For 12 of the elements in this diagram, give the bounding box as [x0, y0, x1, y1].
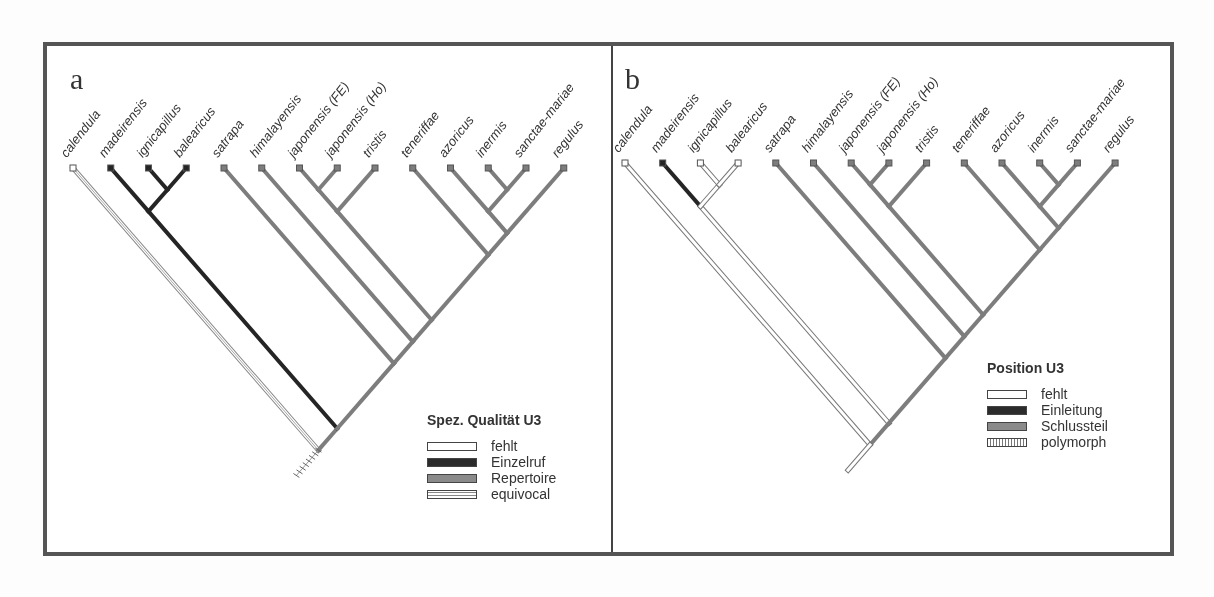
legend-label: polymorph	[1041, 434, 1107, 450]
panel-letter: a	[70, 64, 84, 94]
legend-label: equivocal	[491, 486, 551, 502]
legend-title: Position U3	[987, 360, 1065, 376]
legend-title: Spez. Qualität U3	[427, 412, 543, 428]
legend-label: fehlt	[1041, 386, 1068, 402]
panel-letter: b	[625, 64, 640, 94]
legend-label: fehlt	[491, 438, 518, 454]
legend-label: Schlussteil	[1041, 418, 1108, 434]
legend-label: Einleitung	[1041, 402, 1103, 418]
legend-label: Repertoire	[491, 470, 557, 486]
legend-label: Einzelruf	[491, 454, 546, 470]
